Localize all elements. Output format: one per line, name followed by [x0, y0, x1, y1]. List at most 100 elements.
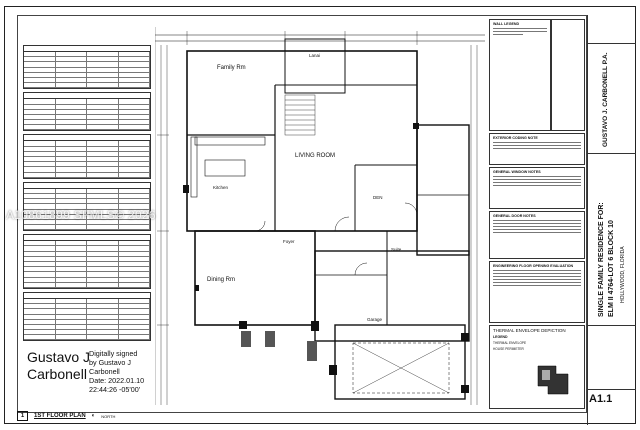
revision-cell — [588, 15, 636, 44]
schedule-row — [24, 304, 150, 310]
drawing-sheet: Family Rm Lanai LIVING ROOM DEN Suite Di… — [4, 6, 636, 425]
signer-name: Gustavo J Carbonell — [27, 349, 90, 383]
schedule-table — [23, 45, 151, 90]
exterior-note-title: EXTERIOR CODING NOTE — [493, 136, 538, 140]
firm-cell: GUSTAVO J. CARBONELL P.A. — [588, 43, 636, 154]
schedule-row — [24, 298, 150, 305]
signature-details: Digitally signed by Gustavo J Carbonell … — [89, 349, 144, 394]
thermal-item: HOUSE PERIMETER — [493, 347, 524, 351]
schedule-row — [24, 204, 150, 210]
schedule-row — [24, 277, 150, 283]
schedule-row — [24, 214, 150, 220]
schedule-row — [24, 162, 150, 168]
window-notes-title: GENERAL WINDOW NOTES — [493, 170, 541, 174]
schedule-row — [24, 209, 150, 215]
schedule-row — [24, 125, 150, 131]
schedule-row — [24, 193, 150, 200]
thermal-title: THERMAL ENVELOPE DEPICTION — [493, 328, 566, 333]
schedule-row — [24, 246, 150, 252]
schedule-table-header — [24, 293, 150, 299]
mls-watermark: A10861899 SFMLS© 2026 — [6, 208, 156, 222]
schedule-row — [24, 324, 150, 331]
north-label: NORTH — [101, 413, 116, 419]
thermal-depiction — [537, 365, 569, 395]
schedule-table — [23, 92, 151, 132]
dates-cell — [588, 325, 636, 390]
drawing-border — [17, 15, 587, 413]
schedule-row — [24, 146, 150, 152]
schedule-row — [24, 157, 150, 163]
project-cell: SINGLE FAMILY RESIDENCE FOR: ELM II 4764… — [588, 153, 636, 326]
schedule-row — [24, 188, 150, 194]
room-kitchen: Kitchen — [213, 185, 229, 190]
firm-name: GUSTAVO J. CARBONELL P.A. — [602, 52, 609, 147]
schedule-table — [23, 291, 151, 342]
room-garage: Garage — [367, 317, 383, 322]
schedule-table-header — [24, 183, 150, 189]
room-dining: Dining Rm — [207, 277, 236, 283]
schedule-table-header — [24, 46, 150, 52]
schedule-row — [24, 77, 150, 84]
schedule-row — [24, 99, 150, 105]
sheet-number: A1.1 — [589, 393, 613, 405]
signature-line: by Gustavo J — [89, 358, 131, 367]
signer-name-line: Gustavo J — [27, 349, 91, 365]
project-address: HOLLYWOOD, FLORIDA — [620, 246, 626, 303]
room-lanai: Lanai — [309, 53, 321, 58]
room-suite: Suite — [391, 247, 402, 252]
project-lot: ELM II 4764-LOT 6 BLOCK 10 — [608, 220, 615, 317]
schedule-row — [24, 225, 150, 231]
schedule-tables — [23, 45, 151, 344]
egress-title: ENGINEERING FLOOR OPENING EVALUATION — [493, 264, 574, 268]
egress-box: ENGINEERING FLOOR OPENING EVALUATION — [489, 261, 585, 323]
schedule-row — [24, 167, 150, 173]
floor-plan-drawing — [155, 27, 485, 405]
schedule-row — [24, 262, 150, 268]
schedule-row — [24, 199, 150, 205]
schedule-row — [24, 151, 150, 157]
digital-signature: Gustavo J Carbonell Digitally signed by … — [27, 349, 227, 401]
schedule-row — [24, 309, 150, 315]
firm-stamp-area — [551, 19, 585, 131]
room-family: Family Rm — [217, 65, 246, 71]
project-title: SINGLE FAMILY RESIDENCE FOR: — [598, 202, 605, 317]
schedule-row — [24, 256, 150, 262]
thermal-box: THERMAL ENVELOPE DEPICTION LEGEND THERMA… — [489, 325, 585, 409]
schedule-row — [24, 282, 150, 288]
schedule-row — [24, 251, 150, 257]
title-block: GUSTAVO J. CARBONELL P.A. SINGLE FAMILY … — [587, 15, 636, 425]
thermal-legend: LEGEND — [493, 335, 508, 339]
schedule-table — [23, 181, 151, 232]
signature-line: Digitally signed — [89, 349, 138, 358]
schedule-row — [24, 241, 150, 247]
schedule-row — [24, 141, 150, 147]
signature-line: Carbonell — [89, 367, 120, 376]
schedule-row — [24, 114, 150, 121]
door-notes-title: GENERAL DOOR NOTES — [493, 214, 536, 218]
schedule-table-header — [24, 235, 150, 242]
room-living: LIVING ROOM — [295, 153, 336, 159]
signature-time: 22:44:26 -05'00' — [89, 385, 141, 394]
north-arrow-icon: ◐ — [91, 413, 96, 419]
window-notes-box: GENERAL WINDOW NOTES — [489, 167, 585, 209]
schedule-row — [24, 267, 150, 273]
schedule-table-header — [24, 93, 150, 100]
door-notes-box: GENERAL DOOR NOTES — [489, 211, 585, 259]
signer-name-line: Carbonell — [27, 366, 87, 382]
exterior-note-box: EXTERIOR CODING NOTE — [489, 133, 585, 165]
plan-title-text: 1ST FLOOR PLAN — [34, 413, 86, 419]
schedule-row — [24, 330, 150, 336]
schedule-row — [24, 62, 150, 68]
schedule-row — [24, 172, 150, 178]
floor-plan: Family Rm Lanai LIVING ROOM DEN Suite Di… — [155, 25, 519, 405]
schedule-row — [24, 83, 150, 89]
schedule-row — [24, 109, 150, 115]
schedule-table-header — [24, 135, 150, 142]
schedule-row — [24, 52, 150, 58]
schedule-row — [24, 104, 150, 110]
plan-number: 1 — [17, 411, 28, 421]
schedule-row — [24, 219, 150, 226]
wall-legend: WALL LEGEND — [489, 19, 551, 131]
plan-title: 1 1ST FLOOR PLAN ◐ NORTH — [17, 411, 115, 421]
schedule-row — [24, 67, 150, 73]
